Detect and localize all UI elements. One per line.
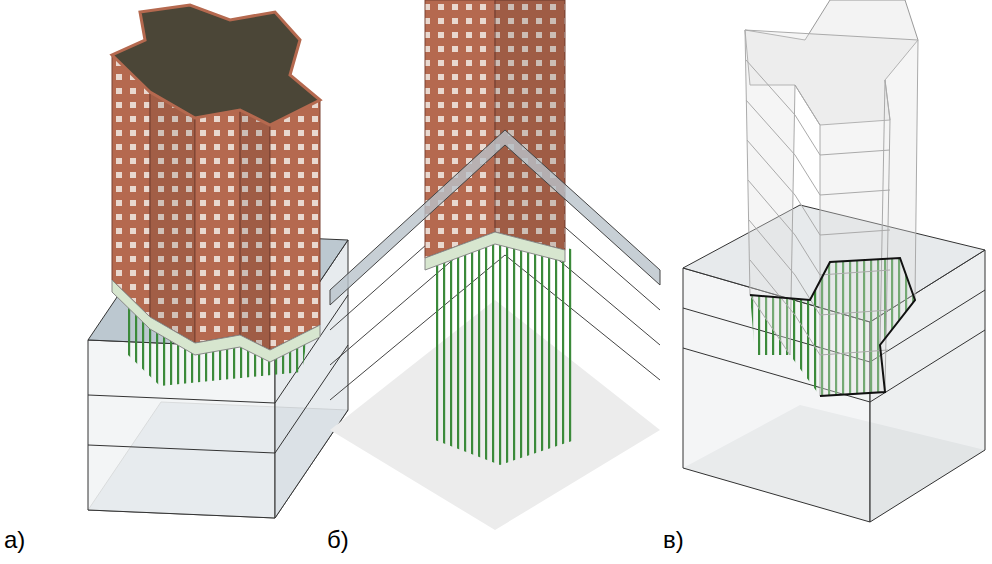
piles [435,232,575,465]
wall [240,110,270,350]
building-outline [745,30,918,396]
soil-top-band [330,130,660,305]
panel-label-text: в) [663,526,684,553]
wall [150,92,195,343]
panel-c [683,0,985,522]
wall-shade [240,110,270,350]
floor-lines [746,60,890,355]
pile-field-outline [750,258,915,396]
panel-label: а) [4,526,25,555]
panel-label-text: б) [327,526,349,553]
wall-shade [495,0,565,250]
wall [195,110,240,343]
panel-label: б) [327,526,349,555]
panel-b [330,0,660,530]
wall-shade [150,92,195,343]
roof [112,5,320,125]
wall [495,0,565,250]
plinth [112,280,320,362]
wall [425,0,495,258]
panel-label-text: а) [4,526,25,553]
panel-a [88,5,348,518]
panel-label: в) [663,526,684,555]
wall [270,100,320,350]
wall [112,55,150,317]
plinth [425,232,565,270]
